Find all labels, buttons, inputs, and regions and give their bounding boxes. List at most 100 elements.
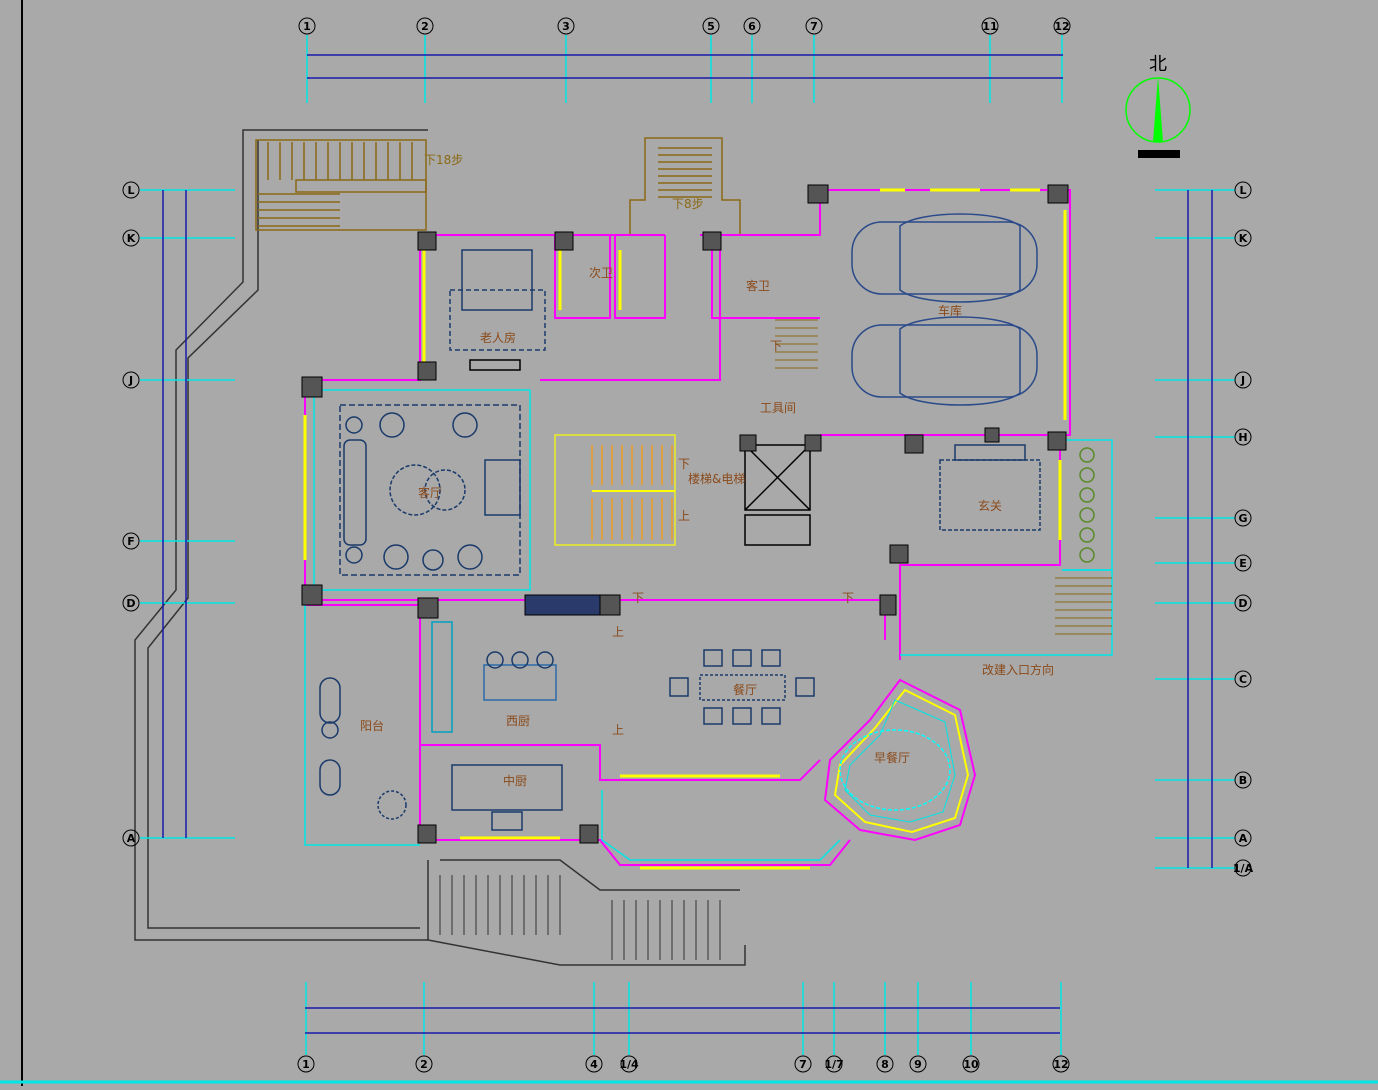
label-elder-room: 老人房 [480, 330, 516, 345]
axis-right-2-bubble [1234, 229, 1252, 247]
stair-marker-up-3: 上 [612, 723, 624, 737]
axis-left-4-bubble [122, 532, 140, 550]
axis-right-4-bubble [1234, 428, 1252, 446]
axis-top-6-bubble [805, 17, 823, 35]
axis-right-2-label: K [1239, 232, 1248, 245]
axis-left-1-bubble [122, 181, 140, 199]
axis-right-9-bubble [1234, 771, 1252, 789]
label-stair-elevator: 楼梯&电梯 [688, 471, 745, 486]
label-entrance-dir: 改建入口方向 [982, 662, 1054, 677]
axis-left-4-label: F [127, 535, 135, 548]
label-living: 客厅 [418, 485, 442, 500]
dimension-lines [162, 54, 1213, 1034]
axis-bottom-4-bubble [620, 1055, 638, 1073]
site-outline [134, 129, 746, 966]
axis-right-5-bubble [1234, 509, 1252, 527]
label-foyer: 玄关 [978, 498, 1002, 513]
axis-bottom-6-bubble [825, 1055, 843, 1073]
axis-top-8-bubble [1053, 17, 1071, 35]
axis-right-6-bubble [1234, 554, 1252, 572]
axis-bottom-2-bubble [415, 1055, 433, 1073]
stair-central [554, 434, 676, 546]
foyer-furniture [939, 444, 1041, 531]
axis-right-3-label: J [1240, 374, 1245, 387]
axis-right-8-bubble [1234, 670, 1252, 688]
axis-right-4-label: H [1238, 431, 1247, 444]
stair-north [629, 137, 741, 235]
axis-top-6-label: 7 [810, 20, 818, 33]
axis-right-9-label: B [1239, 774, 1247, 787]
axis-left-3-label: J [128, 374, 133, 387]
garage-cars [851, 213, 1038, 406]
axis-bottom-10-label: 12 [1053, 1058, 1068, 1071]
breakfast-octagon [823, 678, 977, 842]
axis-bottom-8-bubble [909, 1055, 927, 1073]
axis-left-2-bubble [122, 229, 140, 247]
axis-top-5-bubble [743, 17, 761, 35]
axis-left-3-bubble [122, 371, 140, 389]
axis-right-6-label: E [1239, 557, 1247, 570]
axis-bottom-6-label: 1/7 [824, 1058, 843, 1071]
axis-top-2-label: 2 [421, 20, 429, 33]
dining-furniture [669, 649, 815, 725]
balcony-furniture [319, 677, 407, 820]
label-dining: 餐厅 [733, 682, 757, 697]
axis-bottom-5-bubble [794, 1055, 812, 1073]
walls-cyan [304, 389, 1113, 861]
stair-markers: 下 上 下 下 上 上 下 [612, 339, 854, 737]
axis-left-5-label: D [126, 597, 135, 610]
living-furniture [339, 404, 521, 576]
elevator [744, 444, 811, 546]
label-bath-secondary: 次卫 [589, 266, 613, 280]
axis-bottom-3-label: 4 [590, 1058, 598, 1071]
axis-right-8-label: C [1239, 673, 1247, 686]
axis-bottom-7-label: 8 [881, 1058, 889, 1071]
axis-top-1-label: 1 [303, 20, 311, 33]
axis-left-5-bubble [122, 594, 140, 612]
stair-marker-up-2: 上 [612, 625, 624, 639]
planters [1079, 447, 1095, 563]
label-west-kitchen: 西厨 [506, 714, 530, 728]
north-label: 北 [1149, 54, 1167, 75]
axis-bottom-2-label: 2 [420, 1058, 428, 1071]
label-breakfast: 早餐厅 [874, 750, 910, 765]
axis-left-6-label: A [127, 832, 136, 845]
stair-marker-down-3: 下 [842, 591, 854, 605]
north-arrow-icon [1125, 76, 1191, 158]
stair-northwest [255, 139, 427, 231]
axis-top-4-label: 5 [707, 20, 715, 33]
axis-right-7-label: D [1238, 597, 1247, 610]
stair-marker-down-2: 下 [632, 591, 644, 605]
kitchen-furniture [431, 621, 563, 831]
bedroom-furniture [449, 249, 546, 371]
axis-right-11-label: 1/A [1233, 862, 1254, 875]
stair-east [775, 319, 1112, 635]
axis-bottom-1-label: 1 [302, 1058, 310, 1071]
label-bath-guest: 客卫 [746, 278, 770, 293]
stair-note-down18: 下18步 [424, 153, 463, 167]
axis-top-4-bubble [702, 17, 720, 35]
axis-top-3-label: 3 [562, 20, 570, 33]
axis-bottom-1-bubble [297, 1055, 315, 1073]
axis-top-3-bubble [557, 17, 575, 35]
axis-bottom-3-bubble [585, 1055, 603, 1073]
axis-bottom-9-label: 10 [963, 1058, 979, 1071]
label-garage: 车库 [938, 303, 962, 318]
axis-top-8-label: 12 [1054, 20, 1069, 33]
axis-right-10-label: A [1239, 832, 1248, 845]
axis-top-5-label: 6 [748, 20, 756, 33]
axis-right-10-bubble [1234, 829, 1252, 847]
stair-south [439, 875, 721, 960]
axis-bottom-8-label: 9 [914, 1058, 922, 1071]
axis-bottom-9-bubble [962, 1055, 980, 1073]
label-chinese-kitchen: 中厨 [503, 773, 527, 788]
axis-right-7-bubble [1234, 594, 1252, 612]
axis-right-1-bubble [1234, 181, 1252, 199]
stair-marker-up-1: 上 [678, 509, 690, 523]
label-tool-room: 工具间 [760, 401, 796, 415]
